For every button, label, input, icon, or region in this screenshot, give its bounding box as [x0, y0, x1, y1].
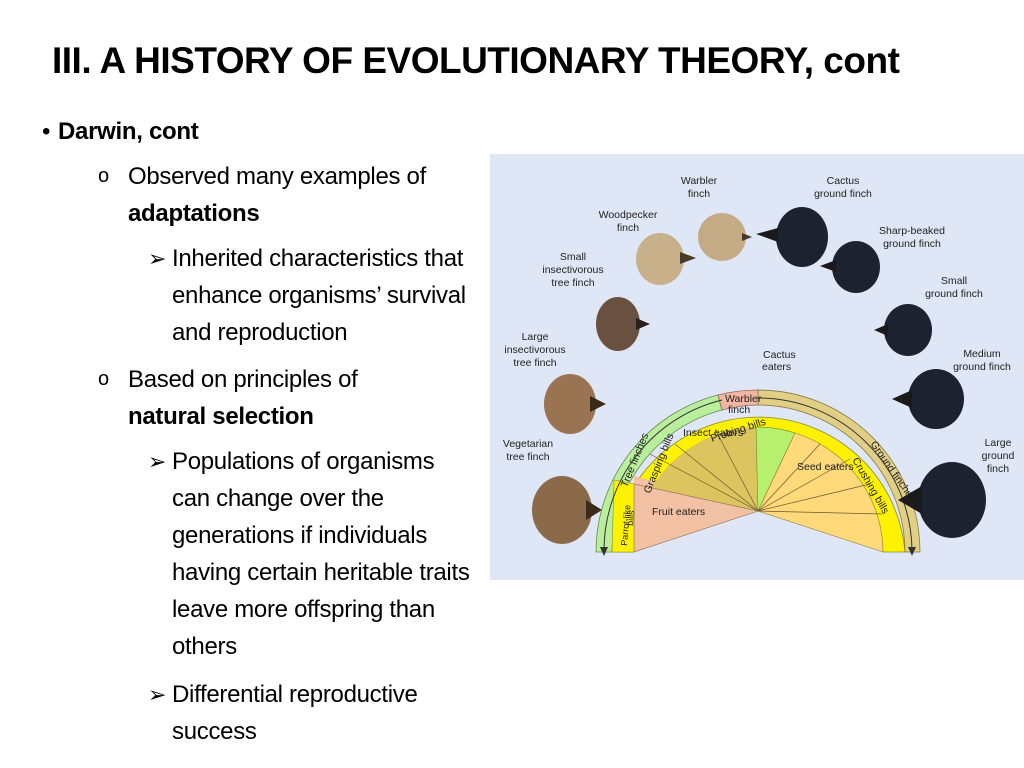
small-ground-label-1: Small — [941, 275, 967, 287]
point-text: Populations of organisms can change over… — [172, 448, 470, 660]
finch-diagram: Tree finches Ground finches Grasping bil… — [503, 175, 1015, 556]
tree-arrow — [603, 399, 723, 553]
circle-bullet-icon: o — [98, 165, 109, 187]
arrow-bullet-icon: ➢ — [148, 449, 167, 474]
small-insect-label-1: Small — [560, 251, 586, 263]
arrow-bullet-icon: ➢ — [148, 682, 167, 707]
sub-bullet-bold: natural selection — [128, 403, 314, 430]
large-insect-label-3: tree finch — [513, 357, 556, 369]
fruit-eaters-label: Fruit eaters — [652, 506, 705, 518]
warbler-label-1: Warbler — [681, 175, 718, 187]
point-text: Differential reproductive success — [172, 681, 418, 745]
warbler-label-2: finch — [688, 188, 710, 200]
slide-title: III. A HISTORY OF EVOLUTIONARY THEORY, c… — [52, 40, 900, 81]
woodpecker-label-1: Woodpecker — [599, 209, 658, 221]
vegetarian-finch-head — [532, 476, 602, 544]
arrow-bullet-icon: ➢ — [148, 246, 167, 271]
bird-labels: Vegetarian tree finch Large insectivorou… — [503, 175, 1015, 475]
small-insect-finch-head — [596, 297, 650, 351]
sub-bullet-bold: adaptations — [128, 200, 260, 227]
cactus-eaters-label-1: Cactus — [763, 349, 796, 361]
cactus-eaters-label-2: eaters — [762, 361, 791, 373]
sharp-beaked-finch-head — [820, 241, 880, 293]
large-insect-label-2: insectivorous — [504, 344, 565, 356]
sector-lines — [649, 428, 883, 515]
large-insect-label-1: Large — [522, 331, 549, 343]
large-insect-finch-head — [544, 374, 606, 434]
parrot-bills-label-1: Parrot-like — [619, 504, 633, 546]
warbler-band — [717, 389, 759, 411]
medium-ground-label-2: ground finch — [953, 361, 1011, 373]
sub-bullet-adaptations: o Observed many examples of adaptations — [98, 158, 473, 232]
cactus-finch-head — [756, 207, 828, 267]
sub-bullet-natural-selection: o Based on principles of natural selecti… — [98, 361, 473, 435]
seed-eaters-label: Seed eaters — [797, 461, 854, 473]
sub-bullet-text: Observed many examples of — [128, 163, 426, 190]
large-ground-label-2: ground — [982, 450, 1015, 462]
warbler-finch-head — [698, 213, 752, 261]
ground-arrow — [757, 397, 913, 553]
large-ground-label-3: finch — [987, 463, 1009, 475]
cactus-label-1: Cactus — [827, 175, 860, 187]
woodpecker-finch-head — [636, 233, 696, 285]
bullet-dot-icon: • — [42, 118, 51, 145]
insect-eaters-label: Insect eaters — [683, 427, 743, 439]
point-text: Inherited characteristics that enhance o… — [172, 245, 466, 346]
small-ground-label-2: ground finch — [925, 288, 983, 300]
cactus-label-2: ground finch — [814, 188, 872, 200]
sub-bullet-text: Based on principles of — [128, 366, 358, 393]
bullet-darwin: • Darwin, cont — [42, 113, 199, 150]
large-ground-label-1: Large — [985, 437, 1012, 449]
circle-bullet-icon: o — [98, 368, 109, 390]
bird-heads — [532, 207, 986, 544]
medium-ground-label-1: Medium — [963, 348, 1001, 360]
parrot-band — [611, 479, 635, 553]
woodpecker-label-2: finch — [617, 222, 639, 234]
small-insect-label-3: tree finch — [551, 277, 594, 289]
large-ground-finch-head — [898, 462, 986, 538]
sharp-label-2: ground finch — [883, 238, 941, 250]
bullet-darwin-text: Darwin, cont — [58, 118, 199, 145]
point-populations: ➢ Populations of organisms can change ov… — [148, 443, 472, 665]
small-ground-finch-head — [874, 304, 932, 356]
parrot-bills-label-2: bills — [625, 509, 636, 526]
finch-adaptive-radiation-figure: Tree finches Ground finches Grasping bil… — [490, 154, 1024, 580]
small-insect-label-2: insectivorous — [542, 264, 603, 276]
medium-ground-finch-head — [892, 369, 964, 429]
sharp-label-1: Sharp-beaked — [879, 225, 945, 237]
vegetarian-label-1: Vegetarian — [503, 438, 553, 450]
warbler-band-label-2: finch — [728, 404, 750, 416]
vegetarian-label-2: tree finch — [506, 451, 549, 463]
point-inherited: ➢ Inherited characteristics that enhance… — [148, 240, 472, 351]
warbler-band-label-1: Warbler — [725, 393, 762, 405]
point-differential: ➢ Differential reproductive success — [148, 676, 472, 750]
